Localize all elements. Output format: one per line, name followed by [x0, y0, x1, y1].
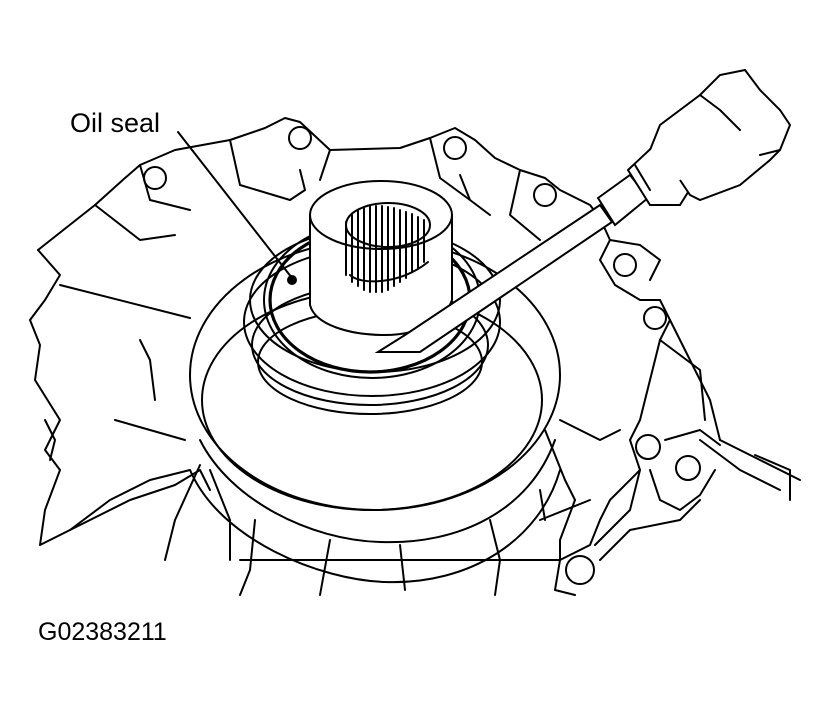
callout-leader-line: [177, 131, 293, 279]
bolt-hole: [613, 253, 637, 277]
oil-seal-label: Oil seal: [70, 108, 161, 138]
output-shaft: [309, 180, 453, 337]
bolt-hole: [643, 306, 667, 330]
bolt-hole: [443, 136, 467, 160]
bolt-hole: [635, 434, 661, 460]
left-housing: [29, 319, 211, 561]
hand: [649, 68, 792, 202]
housing-flange: [29, 117, 601, 321]
bolt-hole: [675, 455, 701, 481]
bolt-hole: [533, 183, 557, 207]
figure-code: G02383211: [38, 618, 167, 646]
bolt-hole: [143, 166, 167, 190]
bolt-holes: [143, 126, 701, 585]
callout-dot: [287, 275, 297, 285]
right-flange-edge: [539, 217, 801, 596]
bolt-hole: [288, 126, 312, 150]
bolt-hole: [565, 555, 595, 585]
